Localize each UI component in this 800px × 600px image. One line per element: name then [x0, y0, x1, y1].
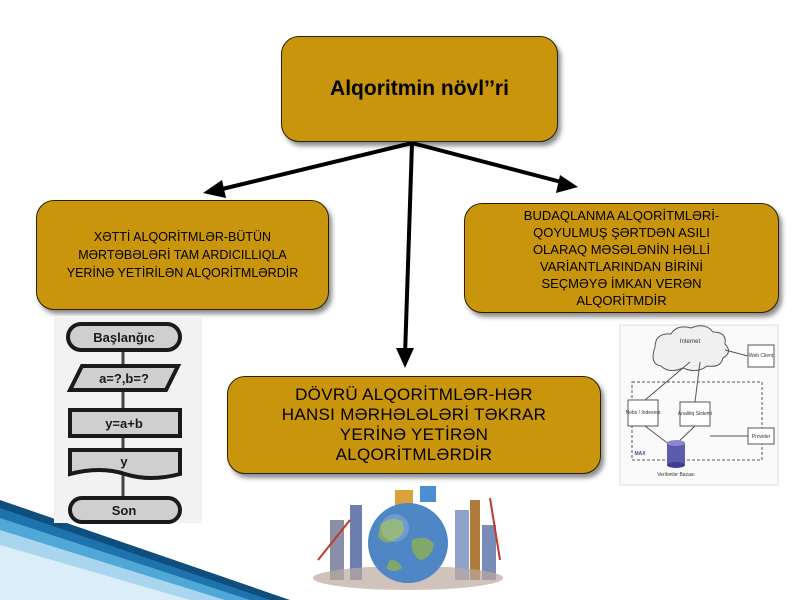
- loop-text-line: DÖVRÜ ALQORİTMLƏR-HƏR: [295, 385, 533, 404]
- title-box: Alqoritmin növl’’ri: [281, 36, 558, 142]
- arrowhead-branching: [556, 175, 578, 193]
- globe-icon: [368, 503, 448, 583]
- frame-label: MAX: [634, 451, 646, 457]
- node2-label: Analitiq Sistemi: [678, 411, 712, 417]
- arrowhead-linear: [203, 180, 226, 198]
- branching-text-line: BUDAQLANMA ALQORİTMLƏRİ-: [523, 208, 720, 223]
- page-title: Alqoritmin növl’’ri: [330, 77, 509, 100]
- flow-output: [68, 448, 182, 480]
- linear-text-line: XƏTTİ ALQORİTMLƏR-BÜTÜN: [93, 230, 272, 244]
- branching-algorithms-box: BUDAQLANMA ALQORİTMLƏRİ- QOYULMUŞ ŞƏRTDƏ…: [464, 203, 779, 313]
- branching-text-line: ALQORİTMDİR: [576, 293, 667, 308]
- flow-process-label: y=a+b: [105, 416, 143, 431]
- flow-start-label: Başlanğıc: [93, 330, 154, 345]
- branching-text-line: SEÇMƏYƏ İMKAN VERƏN: [541, 276, 702, 291]
- loop-text-line: YERİNƏ YETİRƏN: [339, 425, 489, 444]
- linear-algorithms-box: XƏTTİ ALQORİTMLƏR-BÜTÜN MƏRTƏBƏLƏRİ TAM …: [36, 200, 329, 310]
- flow-input-label: a=?,b=?: [99, 371, 149, 386]
- linear-text-line: MƏRTƏBƏLƏRİ TAM ARDICILLIQLA: [78, 248, 287, 262]
- arrow-to-loop: [403, 142, 414, 357]
- flow-end-label: Son: [112, 503, 137, 518]
- loop-algorithms-box: DÖVRÜ ALQORİTMLƏR-HƏR HANSI MƏRHƏLƏLƏRİ …: [227, 376, 601, 474]
- cloud-icon: [652, 325, 729, 372]
- loop-text-line: ALQORİTMLƏRDİR: [335, 445, 493, 464]
- db-label: Verilənlər Bazası: [657, 472, 695, 478]
- node1-label: Nebs / Indexers: [625, 410, 661, 416]
- city-skyline-icon: [330, 486, 496, 580]
- arrow-to-branching: [411, 141, 566, 185]
- arrowhead-loop: [396, 348, 414, 368]
- branching-text-line: VARİANTLARINDAN BİRİNİ: [539, 259, 703, 274]
- cloud-label: Internet: [680, 339, 701, 345]
- linear-text-line: YERİNƏ YETİRİLƏN ALQORİTMLƏRDİR: [66, 266, 299, 280]
- client-label: Web Client: [749, 353, 774, 359]
- flow-end: [68, 496, 182, 524]
- flow-output-label: y: [120, 454, 128, 469]
- flow-input: [66, 364, 182, 392]
- database-icon: [667, 440, 685, 468]
- arrow-to-linear: [217, 141, 413, 192]
- node1-box: [627, 399, 659, 427]
- loop-text-line: HANSI MƏRHƏLƏLƏRİ TƏKRAR: [281, 405, 547, 424]
- branching-text-line: OLARAQ MƏSƏLƏNİN HƏLLİ: [532, 242, 711, 257]
- flow-start: [66, 322, 182, 352]
- flow-process: [68, 408, 182, 438]
- side-label: Provider: [752, 434, 771, 440]
- branching-text-line: QOYULMUŞ ŞƏRTDƏN ASILI: [533, 225, 710, 240]
- node2-box: [679, 401, 711, 427]
